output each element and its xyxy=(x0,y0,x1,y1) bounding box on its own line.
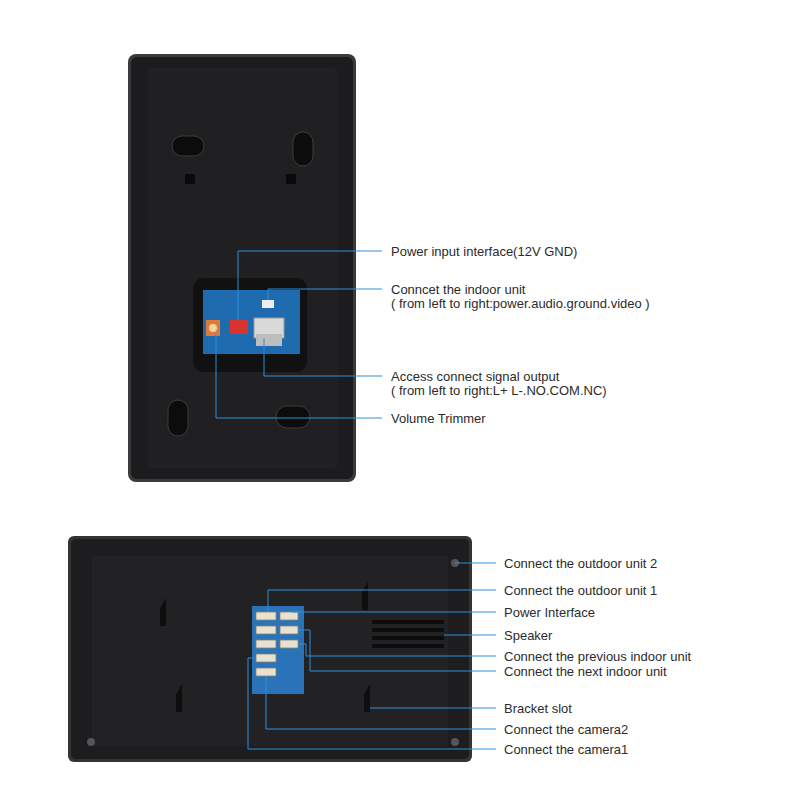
rect-shape xyxy=(276,406,310,428)
rect-shape xyxy=(172,136,204,156)
rect-shape xyxy=(256,640,276,648)
indoor-unit xyxy=(68,536,472,762)
polyline-shape xyxy=(268,289,382,300)
rect-shape xyxy=(252,606,304,694)
polyline-shape xyxy=(238,251,382,320)
rect-shape xyxy=(280,612,298,620)
rect-shape xyxy=(372,644,444,648)
rect-shape xyxy=(148,68,338,468)
rect-shape xyxy=(293,132,313,166)
rect-shape xyxy=(71,539,469,759)
g-shape xyxy=(372,620,444,648)
g-shape xyxy=(256,612,298,676)
rect-shape xyxy=(256,626,276,634)
callout-label: Connect the previous indoor unit xyxy=(504,649,691,664)
rect-shape xyxy=(185,174,195,184)
polyline-shape xyxy=(216,334,382,418)
circle-shape xyxy=(451,738,459,746)
callout-label: Power Interface xyxy=(504,605,595,620)
rect-shape xyxy=(230,320,248,334)
rect-shape xyxy=(256,334,282,346)
polyline-shape xyxy=(264,338,382,376)
path-shape xyxy=(364,684,370,712)
polyline-shape xyxy=(248,658,496,749)
circle-shape xyxy=(209,324,217,332)
rect-shape xyxy=(206,320,220,336)
rect-shape xyxy=(256,612,276,620)
polyline-shape xyxy=(298,630,496,671)
rect-shape xyxy=(372,636,444,640)
rect-shape xyxy=(280,640,298,648)
callout-label: Connect the outdoor unit 2 xyxy=(504,556,657,571)
callout-label: Speaker xyxy=(504,628,552,643)
callout-label: Connect the next indoor unit xyxy=(504,664,667,679)
polyline-shape xyxy=(298,644,496,656)
callout-label: Bracket slot xyxy=(504,701,572,716)
polyline-shape xyxy=(370,708,496,709)
callout-label: ( from left to right:power.audio.ground.… xyxy=(391,296,650,311)
rect-shape xyxy=(286,174,296,184)
rect-shape xyxy=(168,400,188,436)
path-shape xyxy=(176,684,182,712)
rect-shape xyxy=(262,300,274,308)
callout-label: Connect the camera2 xyxy=(504,722,628,737)
callout-label: Power input interface(12V GND) xyxy=(391,244,577,259)
polyline-shape xyxy=(292,612,496,613)
callout-label: ( from left to right:L+ L-.NO.COM.NC) xyxy=(391,383,607,398)
rect-shape xyxy=(372,628,444,632)
rect-shape xyxy=(193,278,307,372)
callout-label: Conncet the indoor unit xyxy=(391,282,525,297)
rect-shape xyxy=(68,536,472,762)
rect-shape xyxy=(203,290,300,354)
leader-lines xyxy=(216,251,496,749)
circle-shape xyxy=(87,738,95,746)
rect-shape xyxy=(131,57,353,479)
path-shape xyxy=(160,598,166,626)
rect-shape xyxy=(372,620,444,624)
rect-shape xyxy=(256,668,276,676)
path-shape xyxy=(362,582,368,610)
polyline-shape xyxy=(266,676,496,729)
callout-label: Connect the camera1 xyxy=(504,742,628,757)
callout-label: Connect the outdoor unit 1 xyxy=(504,583,657,598)
polyline-shape xyxy=(268,590,496,612)
callout-label: Volume Trimmer xyxy=(391,411,486,426)
rect-shape xyxy=(280,626,298,634)
rect-shape xyxy=(256,654,276,662)
rect-shape xyxy=(92,556,448,746)
polyline-shape xyxy=(455,563,496,564)
polyline-shape xyxy=(444,635,496,636)
callout-label: Access connect signal output xyxy=(391,369,559,384)
